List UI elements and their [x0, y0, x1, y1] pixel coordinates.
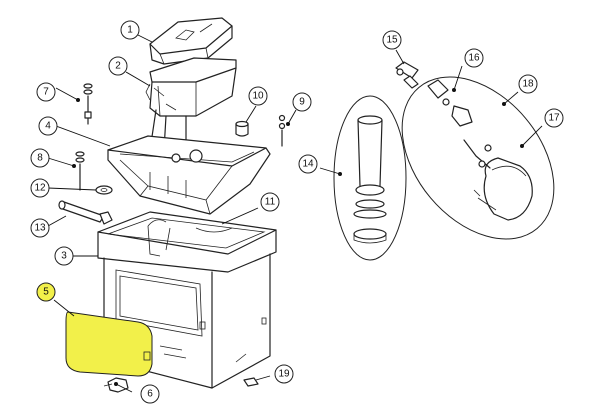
callout-15[interactable]: 15	[382, 30, 402, 50]
callout-2[interactable]: 2	[108, 56, 128, 76]
part-cap[interactable]	[235, 120, 249, 137]
callout-15-label: 15	[386, 35, 398, 46]
callout-12[interactable]: 12	[30, 178, 50, 198]
callout-5-label: 5	[43, 287, 49, 298]
callout-1-label: 1	[127, 25, 133, 36]
callout-13[interactable]: 13	[30, 218, 50, 238]
callout-7-label: 7	[43, 87, 49, 98]
part-clip[interactable]	[243, 377, 259, 387]
callout-18-label: 18	[522, 79, 534, 90]
callout-16[interactable]: 16	[464, 48, 484, 68]
callout-9[interactable]: 9	[292, 92, 312, 112]
callout-6[interactable]: 6	[140, 384, 160, 404]
callout-3[interactable]: 3	[54, 246, 74, 266]
callout-1[interactable]: 1	[120, 20, 140, 40]
callout-4[interactable]: 4	[38, 116, 58, 136]
part-basin-cover[interactable]	[147, 219, 233, 233]
part-float[interactable]	[463, 139, 533, 221]
callout-4-label: 4	[45, 121, 51, 132]
callout-11-label: 11	[265, 197, 276, 208]
callout-18[interactable]: 18	[518, 74, 538, 94]
callout-10-label: 10	[252, 91, 264, 102]
callout-10[interactable]: 10	[248, 86, 268, 106]
callout-11[interactable]: 11	[260, 192, 280, 212]
callout-14-label: 14	[302, 159, 314, 170]
callout-16-label: 16	[468, 53, 480, 64]
callout-8[interactable]: 8	[30, 148, 50, 168]
callout-17[interactable]: 17	[544, 108, 564, 128]
leader-lines	[47, 33, 543, 393]
part-door-panel-highlighted[interactable]	[65, 311, 153, 377]
part-funnel-pan[interactable]	[107, 135, 271, 215]
part-float-assembly-outline	[401, 76, 555, 240]
part-top-cover[interactable]	[149, 17, 233, 65]
leader-dots	[72, 88, 524, 386]
part-nut[interactable]	[95, 185, 113, 195]
part-bolt-right[interactable]	[278, 114, 286, 147]
part-valve-fitting[interactable]	[395, 61, 419, 89]
part-valve-body[interactable]	[427, 79, 473, 127]
callout-6-label: 6	[147, 389, 153, 400]
standpipe-outline	[333, 95, 407, 261]
callout-19[interactable]: 19	[274, 364, 294, 384]
part-main-cabinet[interactable]	[97, 211, 277, 389]
callout-9-label: 9	[299, 97, 305, 108]
callout-2-label: 2	[115, 61, 121, 72]
callout-19-label: 19	[278, 369, 290, 380]
part-upper-tray[interactable]	[145, 57, 237, 151]
callout-14[interactable]: 14	[298, 154, 318, 174]
part-standpipe[interactable]	[353, 115, 387, 244]
part-drain-pipe[interactable]	[58, 200, 113, 225]
callout-3-label: 3	[61, 251, 67, 262]
callout-13-label: 13	[34, 223, 46, 234]
part-bolt-left-top[interactable]	[83, 83, 93, 125]
callout-17-label: 17	[548, 113, 560, 124]
callout-5[interactable]: 5	[36, 282, 56, 302]
part-bolt-left-mid[interactable]	[75, 151, 85, 191]
callout-8-label: 8	[37, 153, 43, 164]
callout-7[interactable]: 7	[36, 82, 56, 102]
callout-12-label: 12	[34, 183, 46, 194]
